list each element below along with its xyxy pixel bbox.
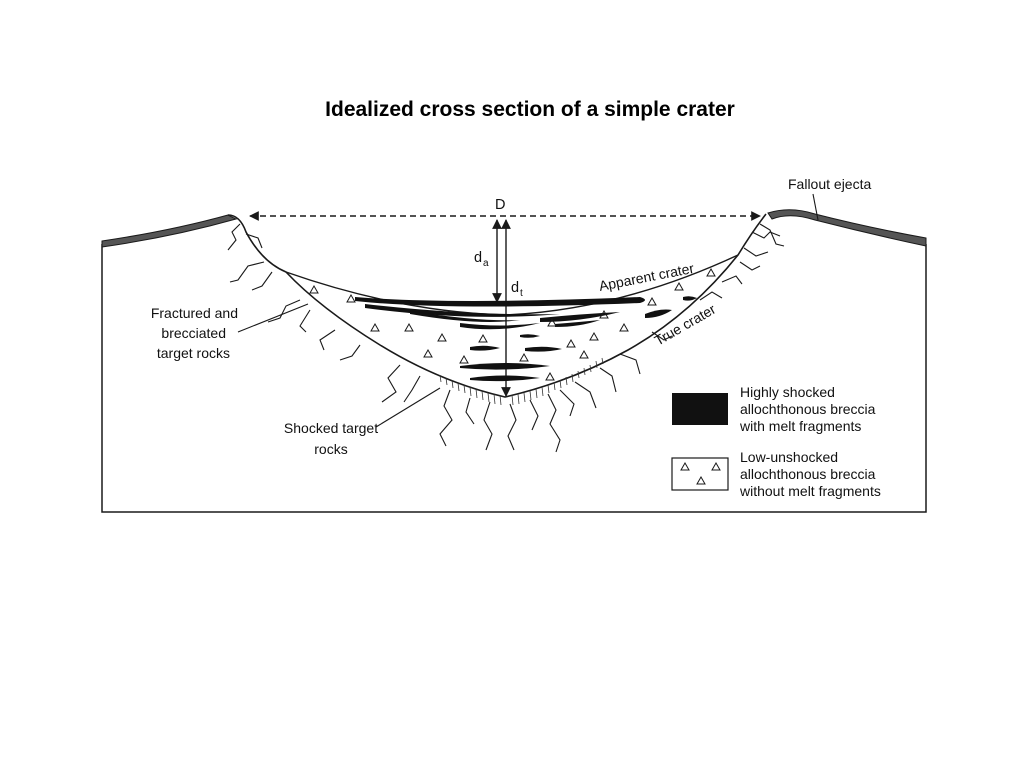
fractures — [227, 223, 785, 453]
svg-text:Shocked target: Shocked target — [284, 420, 378, 436]
shock-hatching — [439, 357, 604, 406]
fallout-ejecta-right — [767, 209, 927, 247]
svg-text:a: a — [483, 258, 489, 269]
legend: Highly shocked allochthonous breccia wit… — [671, 384, 881, 499]
svg-text:rocks: rocks — [314, 441, 347, 457]
svg-text:allochthonous breccia: allochthonous breccia — [740, 401, 876, 417]
true-depth-label: d t — [511, 280, 523, 299]
svg-text:allochthonous breccia: allochthonous breccia — [740, 466, 876, 482]
legend-swatch-highly-shocked — [672, 393, 728, 425]
svg-text:Low-unshocked: Low-unshocked — [740, 449, 838, 465]
apparent-depth-label: d a — [474, 250, 489, 269]
svg-text:without melt fragments: without melt fragments — [739, 483, 881, 499]
svg-text:d: d — [474, 250, 482, 266]
svg-text:target rocks: target rocks — [157, 345, 230, 361]
legend-swatch-low-shocked — [671, 457, 729, 491]
leader-lines — [237, 193, 819, 428]
fallout-ejecta-left — [101, 214, 238, 248]
shocked-rocks-label: Shocked target rocks — [284, 420, 378, 457]
breccia-fragments — [309, 267, 716, 381]
fallout-ejecta-label: Fallout ejecta — [788, 176, 871, 192]
diameter-label: D — [495, 197, 505, 213]
fractured-rocks-label: Fractured and brecciated target rocks — [151, 305, 238, 361]
slide-title: Idealized cross section of a simple crat… — [325, 98, 735, 121]
melt-lenses — [355, 296, 697, 382]
true-crater-label: True crater — [652, 301, 719, 349]
svg-text:Fractured and: Fractured and — [151, 305, 238, 321]
ground-outline — [101, 244, 927, 513]
svg-text:t: t — [520, 288, 523, 299]
svg-text:Highly shocked: Highly shocked — [740, 384, 835, 400]
svg-text:brecciated: brecciated — [161, 325, 226, 341]
true-crater-floor — [227, 213, 767, 398]
svg-text:with melt fragments: with melt fragments — [739, 418, 861, 434]
apparent-crater-label: Apparent crater — [598, 260, 696, 294]
svg-text:d: d — [511, 280, 519, 296]
